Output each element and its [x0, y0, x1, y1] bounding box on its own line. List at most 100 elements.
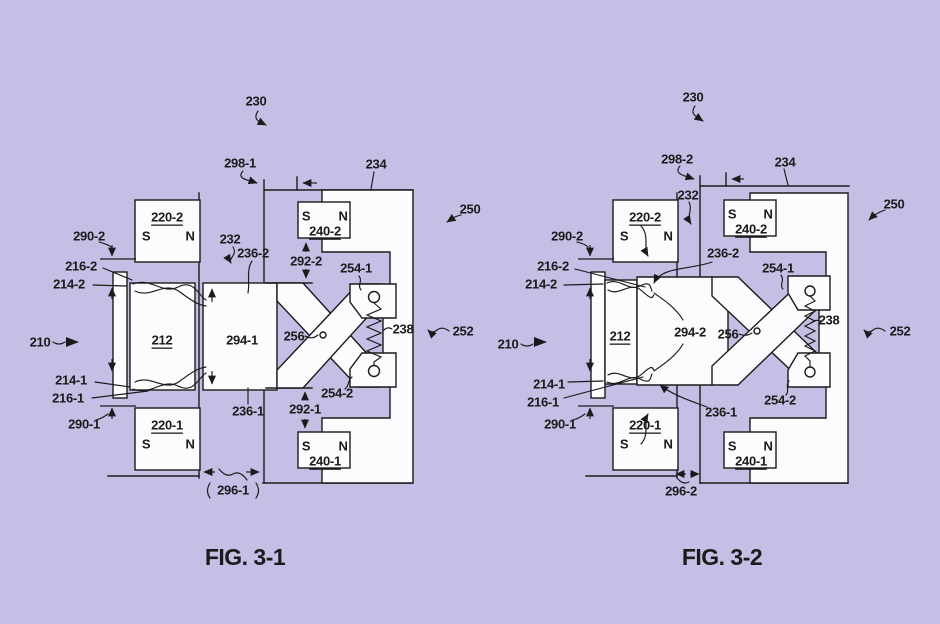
leader-298-2: [677, 165, 695, 181]
magnet-240-1-box: [723, 431, 777, 469]
ref-230: 230: [246, 94, 267, 109]
ref-234: 234: [775, 155, 797, 170]
pivot-256: [319, 331, 327, 339]
leader-252: [427, 327, 450, 339]
pointer-magnet-face-top: [640, 225, 649, 257]
pole-s-220-1: S: [142, 437, 151, 452]
mass-212-box: [604, 279, 638, 385]
pole-s-240-2: S: [302, 209, 311, 224]
caption-fig-3-2: FIG. 3-2: [682, 544, 762, 570]
flexure-216-2-curve2: [134, 287, 207, 307]
ref-298-1: 298-1: [224, 156, 256, 171]
magnet-240-1-box: [297, 431, 351, 469]
leader-214-1: [94, 381, 131, 388]
ref-290-2: 290-2: [551, 229, 583, 244]
leader-236-2: [247, 260, 253, 294]
leader-214-2: [563, 283, 604, 286]
ref-216-2: 216-2: [65, 259, 97, 274]
ref-296-1: 296-1: [217, 483, 249, 498]
flexure-216-1-curve2: [134, 366, 207, 386]
ref-292-1: 292-1: [289, 402, 321, 417]
leader-210-tail: [520, 343, 534, 347]
ref-292-2: 292-2: [290, 254, 322, 269]
pole-n-220-2: N: [185, 229, 194, 244]
leader-232: [683, 201, 692, 225]
dim-296-curl: [218, 468, 248, 481]
leader-236-2: [653, 261, 713, 284]
leader-214-1: [567, 380, 604, 383]
ref-220-1: 220-1: [629, 418, 661, 433]
ref-220-1: 220-1: [151, 418, 183, 433]
leader-216-2: [574, 268, 646, 288]
leader-238: [382, 327, 393, 332]
ref-290-1: 290-1: [68, 417, 100, 432]
leader-210-tail: [52, 341, 66, 345]
flexure-216-1-curve: [132, 372, 207, 392]
frame-294-box: [202, 282, 278, 391]
pole-n-220-1: N: [663, 437, 672, 452]
leader-236-1: [659, 384, 708, 408]
ref-232: 232: [220, 232, 241, 247]
figure-3-2: 230 298-2 234 232 250 252 290-2 216-2 21…: [498, 90, 911, 571]
ref-212: 212: [152, 333, 173, 348]
leader-254-2: [344, 376, 353, 390]
ref-216-1: 216-1: [527, 395, 559, 410]
ref-234: 234: [366, 157, 388, 172]
ref-240-2: 240-2: [735, 222, 767, 237]
ref-220-2: 220-2: [151, 210, 183, 225]
leader-216-1: [91, 390, 149, 399]
pole-s-220-2: S: [142, 229, 151, 244]
frame-strip: [590, 271, 606, 399]
leader-230: [255, 110, 267, 126]
flexure-216-2-curve: [132, 281, 207, 301]
anchor-pin-bottom: [804, 366, 816, 378]
ref-252: 252: [453, 324, 474, 339]
ref-210: 210: [30, 335, 51, 350]
leader-290-2: [576, 241, 589, 248]
leader-250: [868, 209, 886, 221]
dim-296-curl: [677, 478, 690, 484]
magnet-220-2-box: [134, 199, 201, 263]
pointer-294-bottom: [653, 343, 684, 372]
ref-236-1: 236-1: [705, 405, 737, 420]
leader-252: [863, 327, 886, 339]
spring-238: [803, 295, 817, 368]
ref-298-2: 298-2: [661, 152, 693, 167]
ref-250: 250: [460, 202, 481, 217]
magnet-240-2-box: [723, 199, 777, 237]
leader-234: [783, 168, 789, 186]
figure-3-1: 230 298-1 234 250 252 290-2 216-2 214-2 …: [30, 94, 481, 571]
ref-254-1: 254-1: [762, 261, 794, 276]
pole-n-220-2: N: [663, 229, 672, 244]
ref-214-2: 214-2: [53, 277, 85, 292]
flexure-216-1-curve2: [607, 366, 655, 379]
ref-240-1: 240-1: [735, 454, 767, 469]
ref-290-2: 290-2: [73, 229, 105, 244]
pivot-256: [753, 327, 761, 335]
pole-s-220-2: S: [620, 229, 629, 244]
leader-216-1: [563, 376, 644, 399]
leader-298-1: [240, 170, 258, 185]
arrow-210: [534, 337, 547, 347]
ref-236-2: 236-2: [707, 246, 739, 261]
ref-256: 256: [718, 327, 739, 342]
flexure-216-2-curve2: [607, 286, 655, 299]
flexure-216-1-curve: [606, 373, 653, 384]
pole-s-240-1: S: [302, 439, 311, 454]
ref-214-1: 214-1: [533, 377, 565, 392]
ref-290-1: 290-1: [544, 417, 576, 432]
ref-296-2: 296-2: [665, 484, 697, 499]
anchor-pin-top: [367, 290, 381, 304]
ref-256: 256: [284, 329, 305, 344]
pole-s-220-1: S: [620, 437, 629, 452]
leader-290-2: [98, 241, 112, 248]
leader-254-2: [785, 380, 790, 396]
ref-210: 210: [498, 337, 519, 352]
pole-n-240-2: N: [763, 207, 772, 222]
ref-254-2: 254-2: [764, 393, 796, 408]
pole-s-240-2: S: [728, 207, 737, 222]
leader-256: [738, 332, 753, 336]
pole-n-220-1: N: [185, 437, 194, 452]
pointer-magnet-face-bottom: [640, 413, 649, 445]
